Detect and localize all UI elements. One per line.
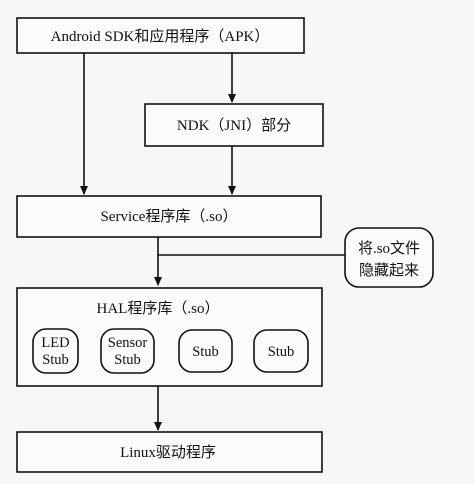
stub-led-line1: LED <box>41 335 69 351</box>
stub-sensor-line1: Sensor <box>108 335 148 351</box>
service-box-label: Service程序库（.so） <box>100 208 237 225</box>
note-bubble: 将.so文件 隐藏起来 <box>344 227 434 288</box>
app-box-label: Android SDK和应用程序（APK） <box>51 27 270 45</box>
driver-box: Linux驱动程序 <box>16 431 323 473</box>
driver-box-label: Linux驱动程序 <box>120 444 216 461</box>
stub-led-line2: Stub <box>42 352 69 368</box>
connectors <box>80 53 345 431</box>
stub-sensor-line2: Stub <box>114 352 141 368</box>
service-box: Service程序库（.so） <box>16 195 322 238</box>
stub-generic-2: Stub <box>253 329 309 373</box>
hal-box-label: HAL程序库（.so） <box>97 300 220 317</box>
stub-led: LED Stub <box>32 328 79 374</box>
stub-sensor: Sensor Stub <box>100 328 155 374</box>
note-line1: 将.so文件 <box>358 240 420 257</box>
stub-generic-2-label: Stub <box>268 344 295 360</box>
ndk-box: NDK（JNI）部分 <box>144 103 324 147</box>
stub-generic-1: Stub <box>178 329 233 373</box>
note-line2: 隐藏起来 <box>359 262 419 279</box>
stub-generic-1-label: Stub <box>192 344 219 360</box>
hal-box: HAL程序库（.so） LED Stub Sensor Stub Stub St… <box>16 287 323 387</box>
ndk-box-label: NDK（JNI）部分 <box>177 117 291 134</box>
app-box: Android SDK和应用程序（APK） <box>16 17 305 54</box>
